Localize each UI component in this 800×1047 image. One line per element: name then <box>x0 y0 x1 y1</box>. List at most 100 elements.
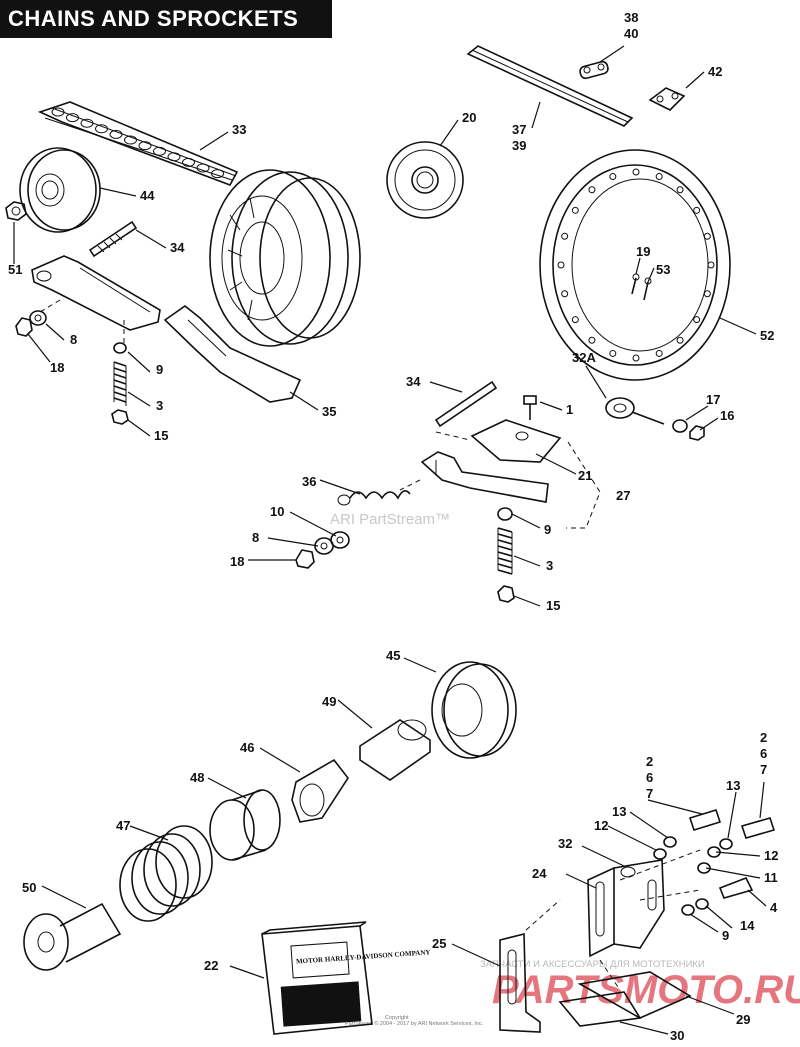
sprocket-hole <box>655 173 663 181</box>
callout-label: 9 <box>722 928 729 943</box>
callout-label: 47 <box>116 818 130 833</box>
adjuster-bracket-part-2 <box>420 451 549 503</box>
washer-stack-part <box>295 531 350 569</box>
sprocket-hole <box>676 186 684 194</box>
double-sprocket-part <box>19 147 101 233</box>
chain-link <box>153 146 166 156</box>
diagram-title: CHAINS AND SPROCKETS <box>0 0 332 38</box>
callout-label: 37 <box>512 122 526 137</box>
callout-label: 13 <box>726 778 740 793</box>
callout-label: 16 <box>720 408 734 423</box>
sprocket-hole <box>557 261 565 269</box>
callout-label: 35 <box>322 404 336 419</box>
callout-label: 14 <box>740 918 755 933</box>
sprocket-hole <box>703 232 711 240</box>
rear-sprocket-part <box>539 149 731 381</box>
callout-label: 22 <box>204 958 218 973</box>
callout-label: 42 <box>708 64 722 79</box>
callout-label: 13 <box>612 804 626 819</box>
adjuster-bracket-part <box>31 255 161 331</box>
sprocket-hole <box>693 316 701 324</box>
adjuster-block-part <box>470 419 562 463</box>
washer-small-parts <box>653 836 733 916</box>
washer-part <box>29 310 47 326</box>
bolt-part-2 <box>740 817 776 839</box>
chain-link <box>80 118 94 128</box>
callout-label: 3 <box>546 558 553 573</box>
chain-link <box>167 152 181 162</box>
sprocket-hole <box>655 349 663 357</box>
callout-label: 12 <box>594 818 608 833</box>
cover-plate-part <box>163 305 302 403</box>
sprocket-hole <box>632 354 640 362</box>
sprocket-bolts-part <box>631 273 652 301</box>
callout-label: 9 <box>156 362 163 377</box>
double-chain-part <box>37 101 239 186</box>
callout-label: 7 <box>760 762 767 777</box>
callout-label: 27 <box>616 488 630 503</box>
callout-label: 52 <box>760 328 774 343</box>
callout-label: 38 <box>624 10 638 25</box>
nut-part-2 <box>15 317 33 337</box>
callout-label: 24 <box>532 866 547 881</box>
callout-label: 6 <box>646 770 653 785</box>
chain-link <box>95 124 108 134</box>
callout-label: 48 <box>190 770 204 785</box>
callout-label: 2 <box>646 754 653 769</box>
callout-label: 33 <box>232 122 246 137</box>
callout-label: 1 <box>566 402 573 417</box>
chain-link <box>66 113 79 123</box>
callout-label: 19 <box>636 244 650 259</box>
callout-label: 46 <box>240 740 254 755</box>
callout-label: 2 <box>760 730 767 745</box>
callout-label: 8 <box>70 332 77 347</box>
callout-label: 10 <box>270 504 284 519</box>
spacer-part <box>209 789 281 861</box>
chain-link <box>109 129 123 139</box>
spline-sleeve-part <box>291 758 349 823</box>
callout-label: 40 <box>624 26 638 41</box>
callout-label: 45 <box>386 648 400 663</box>
sprocket-hole <box>609 173 617 181</box>
sprocket-hole <box>561 290 569 298</box>
callout-label: 21 <box>578 468 592 483</box>
sprocket-hole <box>676 336 684 344</box>
callout-label: 53 <box>656 262 670 277</box>
callout-label: 32A <box>572 350 596 365</box>
clutch-drum-part <box>209 169 361 347</box>
callout-label: 20 <box>462 110 476 125</box>
sprocket-hole <box>609 349 617 357</box>
alignment-lines <box>39 299 601 529</box>
callout-label: 34 <box>170 240 185 255</box>
callout-label: 51 <box>8 262 22 277</box>
callout-label: 6 <box>760 746 767 761</box>
stud-part-2 <box>434 380 498 428</box>
chain-link <box>124 135 137 145</box>
alignment-lines-lower <box>525 849 701 991</box>
watermark: ARI PartStream™ <box>330 511 450 528</box>
callout-label: 25 <box>432 936 446 951</box>
callout-label: 9 <box>544 522 551 537</box>
chain-link <box>51 107 65 117</box>
sprocket-hole <box>571 206 579 214</box>
bolt-part-3 <box>718 876 754 899</box>
callout-label: 44 <box>140 188 155 203</box>
callout-label: 3 <box>156 398 163 413</box>
screw-part <box>523 395 537 420</box>
callout-label: 4 <box>770 900 778 915</box>
stud-part <box>88 220 138 258</box>
sprocket-hole <box>707 261 715 269</box>
callout-label: 11 <box>764 870 778 885</box>
offset-link-part <box>648 87 686 111</box>
clutch-spring-part <box>119 825 213 922</box>
spring-clip-part <box>558 971 692 1027</box>
strap-part <box>499 932 541 1033</box>
callout-label: 15 <box>154 428 168 443</box>
leader-lines <box>13 45 767 1035</box>
sprocket-hole <box>703 290 711 298</box>
callout-label: 32 <box>558 836 572 851</box>
eyebolt-nut-part <box>672 419 705 441</box>
sprocket-hole <box>571 316 579 324</box>
